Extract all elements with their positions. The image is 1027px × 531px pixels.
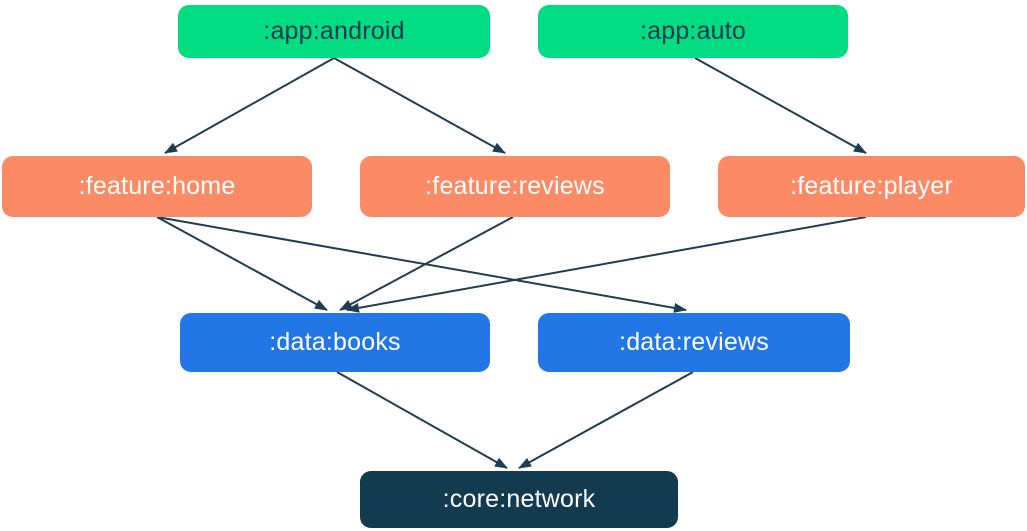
edge-app-android-to-feature-home — [164, 57, 335, 154]
edge-feature-home-to-data-books — [156, 216, 328, 311]
edge-feature-reviews-to-data-books — [339, 216, 514, 311]
node-app-android: :app:android — [178, 5, 490, 58]
node-data-books: :data:books — [180, 313, 490, 372]
edge-app-auto-to-feature-player — [694, 57, 867, 154]
node-core-network: :core:network — [360, 471, 678, 528]
edge-data-books-to-core-network — [336, 371, 508, 469]
node-feature-home: :feature:home — [2, 156, 312, 217]
edge-app-android-to-feature-reviews — [333, 57, 506, 154]
edge-feature-home-to-data-reviews — [156, 216, 687, 313]
edges-group — [156, 57, 867, 469]
node-feature-reviews: :feature:reviews — [360, 156, 670, 217]
edge-data-reviews-to-core-network — [518, 371, 694, 469]
edge-feature-player-to-data-books — [346, 216, 867, 313]
node-data-reviews: :data:reviews — [538, 313, 850, 372]
node-app-auto: :app:auto — [538, 5, 848, 58]
node-feature-player: :feature:player — [718, 156, 1025, 217]
